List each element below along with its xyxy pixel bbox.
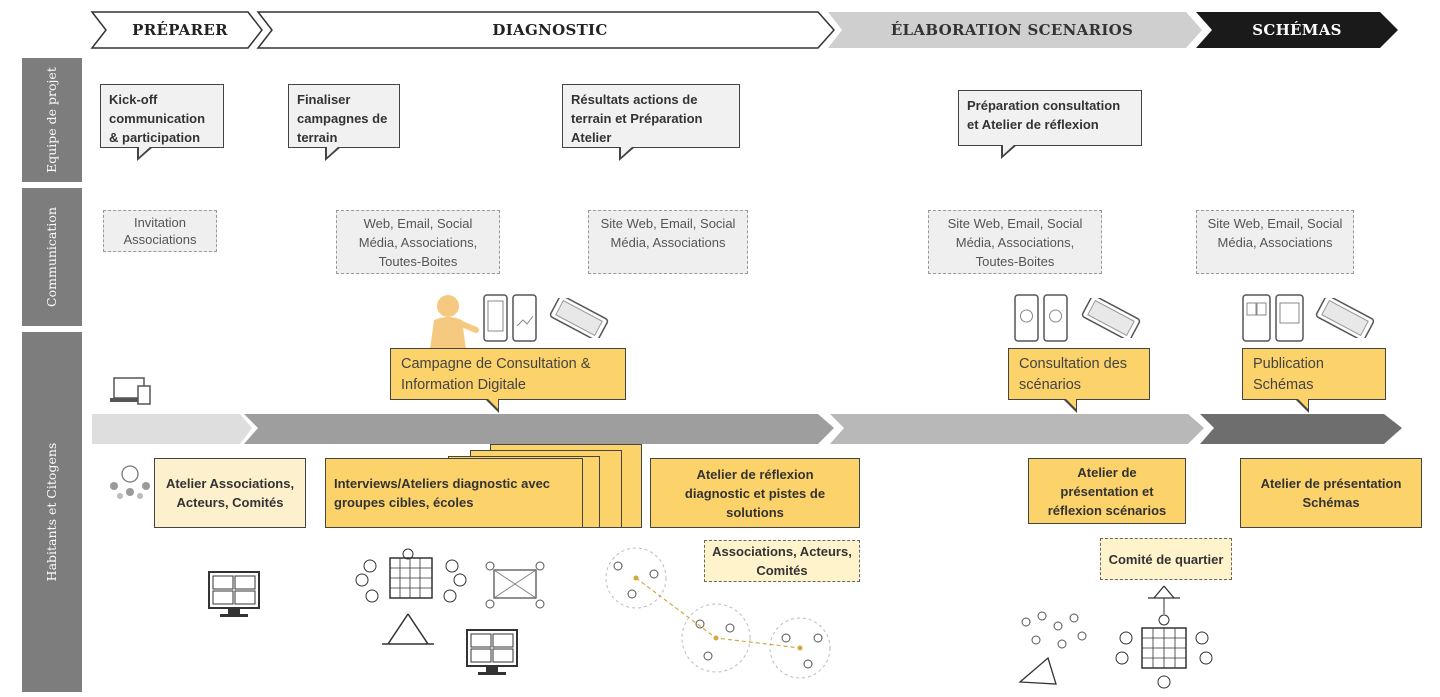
phase-label-preparer: PRÉPARER	[132, 21, 228, 39]
digital-callout-consultation: Consultation des scénarios	[1008, 348, 1150, 413]
row-label-communication: Communication	[22, 188, 82, 326]
callout-text: Préparation consultation et Atelier de r…	[967, 98, 1121, 132]
video-call-icon	[208, 571, 260, 617]
callout-tail	[1063, 397, 1077, 413]
workshop-table-icon	[485, 561, 545, 609]
callout-tail	[1295, 397, 1309, 413]
video-call-icon	[466, 629, 518, 675]
tablet-icon	[1315, 298, 1375, 338]
person-with-device-icon	[430, 295, 479, 350]
timeline-segment-diagnostic	[244, 414, 834, 444]
phone-icon	[1242, 294, 1304, 342]
workshop-schemas: Atelier de présentation Schémas	[1240, 458, 1422, 528]
row-label-habitants: Habitants et Citogens	[22, 332, 82, 692]
comm-box-elaboration: Site Web, Email, Social Média, Associati…	[928, 210, 1102, 274]
comm-box-atelier: Site Web, Email, Social Média, Associati…	[588, 210, 748, 274]
callout-tail	[137, 145, 153, 161]
equipe-callout-resultats: Résultats actions de terrain et Préparat…	[562, 84, 740, 161]
participants-comite: Comité de quartier	[1100, 538, 1232, 580]
phone-icon	[1014, 294, 1068, 342]
phase-arrow-schemas	[1196, 12, 1398, 48]
callout-text: Résultats actions de terrain et Préparat…	[571, 92, 703, 145]
callout-tail	[325, 145, 341, 161]
callout-text: Finaliser campagnes de terrain	[297, 92, 388, 145]
row-label-equipe: Equipe de projet	[22, 58, 82, 182]
phase-header	[0, 0, 1440, 60]
workshop-interviews: Interviews/Ateliers diagnostic avec grou…	[325, 458, 583, 528]
phase-arrow-elaboration	[828, 12, 1202, 48]
tablet-icon	[549, 298, 609, 338]
comm-box-diagnostic: Web, Email, Social Média, Associations, …	[336, 210, 500, 274]
phase-label-schemas: SCHÉMAS	[1252, 21, 1342, 39]
participants-associations: Associations, Acteurs, Comités	[704, 540, 860, 582]
callout-text: Kick-off communication & participation	[109, 92, 206, 145]
timeline-segment-preparer	[92, 414, 252, 444]
phone-icon	[483, 294, 537, 342]
timeline-segment-elaboration	[830, 414, 1204, 444]
phase-arrows	[90, 11, 1398, 49]
workshop-associations: Atelier Associations, Acteurs, Comités	[154, 458, 306, 528]
callout-tail	[619, 145, 635, 161]
callout-tail	[485, 397, 499, 413]
workshop-table-icon	[1115, 585, 1213, 689]
workshop-table-icon	[355, 548, 467, 645]
phase-arrow-diagnostic	[256, 11, 836, 49]
digital-callout-campagne: Campagne de Consultation & Information D…	[390, 348, 626, 413]
digital-callout-publication: Publication Schémas	[1242, 348, 1386, 413]
network-icon	[1018, 611, 1087, 685]
phase-arrow-preparer	[90, 11, 263, 49]
callout-text: Publication Schémas	[1253, 356, 1324, 393]
devices-icon	[110, 377, 151, 405]
equipe-callout-preparation: Préparation consultation et Atelier de r…	[958, 90, 1142, 159]
workshop-reflexion: Atelier de réflexion diagnostic et piste…	[650, 458, 860, 528]
workshop-scenarios: Atelier de présentation et réflexion scé…	[1028, 458, 1186, 524]
tablet-icon	[1081, 298, 1141, 338]
equipe-callout-finaliser: Finaliser campagnes de terrain	[288, 84, 400, 161]
timeline-segment-schemas	[1200, 414, 1402, 444]
callout-text: Consultation des scénarios	[1019, 356, 1128, 393]
meeting-icon	[110, 465, 150, 499]
equipe-callout-kickoff: Kick-off communication & participation	[100, 84, 224, 161]
callout-tail	[1001, 143, 1017, 159]
callout-text: Campagne de Consultation & Information D…	[401, 356, 591, 393]
comm-box-schemas: Site Web, Email, Social Média, Associati…	[1196, 210, 1354, 274]
phase-label-diagnostic: DIAGNOSTIC	[492, 21, 608, 39]
comm-box-invitation: Invitation Associations	[103, 210, 217, 252]
timeline-arrow	[92, 414, 1402, 444]
network-icon	[605, 547, 831, 679]
phase-label-elaboration: ÉLABORATION SCENARIOS	[890, 21, 1134, 39]
